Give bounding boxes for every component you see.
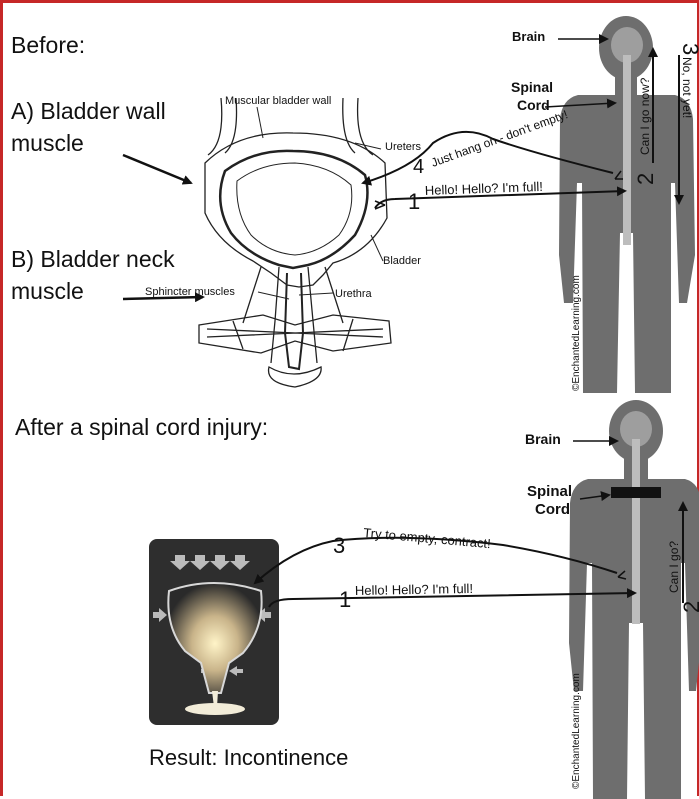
- brain-label-bottom: Brain: [525, 431, 561, 447]
- message-3-bottom: Try to empty, contract!: [363, 525, 492, 551]
- message-4-top: Just hang on - don't empty!: [429, 107, 569, 170]
- bladder-anatomy-drawing: [199, 98, 391, 387]
- spinal-label-bottom-line2: Cord: [535, 501, 570, 518]
- spinal-cord-top: [623, 55, 631, 245]
- spinal-injury-block: [611, 487, 661, 498]
- anatomy-label-urethra: Urethra: [335, 288, 372, 300]
- anatomy-label-muscular-wall: Muscular bladder wall: [225, 95, 331, 107]
- message-2-bottom: Can I go?: [667, 541, 681, 593]
- spinal-cord-bottom: [632, 439, 640, 624]
- result-label: Result: Incontinence: [149, 745, 348, 771]
- step-number-2-bottom: 2: [679, 601, 699, 613]
- label-bladder-neck-line1: B) Bladder neck: [11, 245, 175, 274]
- spinal-label-top-line2: Cord: [517, 97, 550, 113]
- step-number-3-top: 3: [678, 43, 699, 55]
- bladder-icon-after: [149, 539, 279, 725]
- brain-label-top: Brain: [512, 29, 545, 44]
- step-number-4-top: 4: [413, 156, 424, 178]
- section-title-before: Before:: [11, 31, 85, 60]
- anatomy-label-ureters: Ureters: [385, 141, 421, 153]
- message-2-top: Can I go now?: [638, 77, 652, 155]
- anatomy-label-sphincter: Sphincter muscles: [145, 286, 235, 298]
- copyright-top: ©EnchantedLearning.com: [571, 275, 582, 391]
- spinal-label-top-line1: Spinal: [511, 79, 553, 95]
- message-1-bottom: Hello! Hello? I'm full!: [355, 581, 473, 598]
- step-number-1-top: 1: [408, 189, 420, 214]
- arrow-bladder-wall: [123, 155, 191, 183]
- anatomy-label-bladder: Bladder: [383, 255, 421, 267]
- spinal-label-bottom-line1: Spinal: [527, 483, 572, 500]
- label-bladder-wall-line1: A) Bladder wall: [11, 97, 166, 126]
- step-number-2-top: 2: [633, 173, 658, 185]
- label-bladder-wall-line2: muscle: [11, 129, 84, 158]
- step-number-3-bottom: 3: [333, 533, 345, 558]
- anatomy-leader-lines: [257, 107, 383, 299]
- message-3-top: No, not yet!: [680, 57, 694, 118]
- copyright-bottom: ©EnchantedLearning.com: [571, 673, 582, 789]
- step-number-1-bottom: 1: [339, 587, 351, 612]
- section-title-after: After a spinal cord injury:: [15, 413, 268, 442]
- label-bladder-neck-line2: muscle: [11, 277, 84, 306]
